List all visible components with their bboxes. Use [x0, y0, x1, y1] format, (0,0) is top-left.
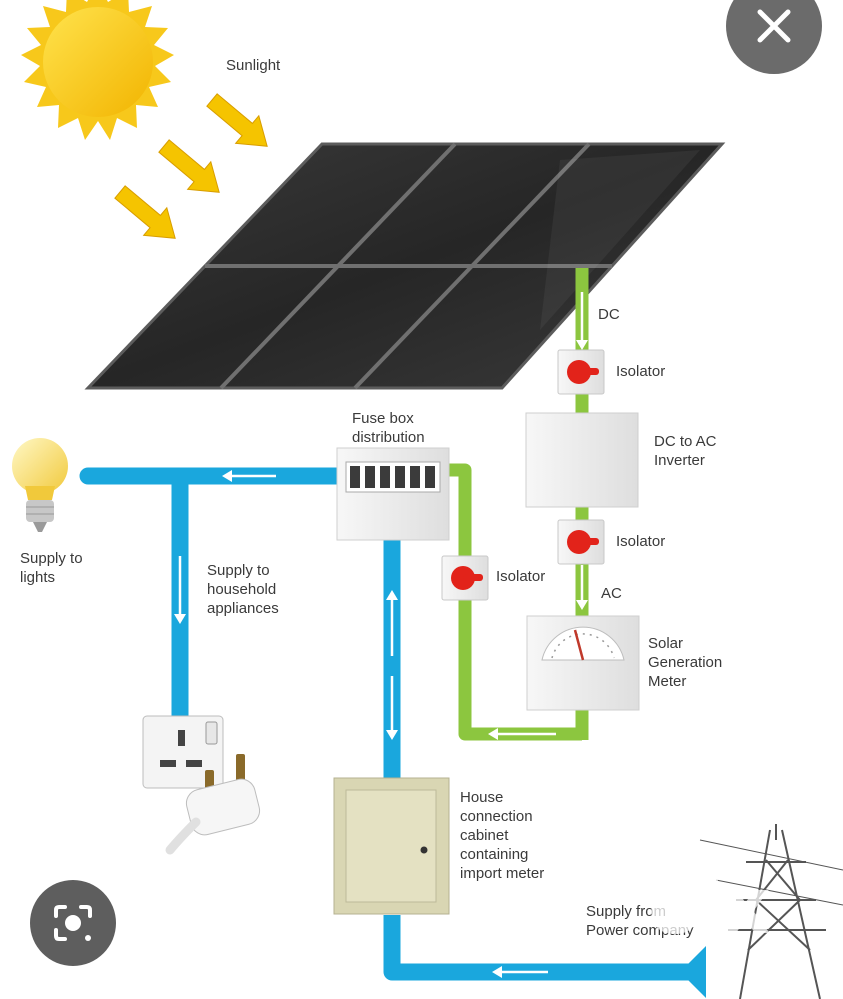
- isolator-top-switch: [557, 349, 605, 395]
- camera-search-icon: [54, 905, 92, 941]
- close-button[interactable]: [726, 0, 822, 74]
- cabinet-label: House connection cabinet containing impo…: [460, 789, 545, 882]
- ac-cable: [79, 467, 706, 998]
- fuse-box: [336, 447, 450, 541]
- isolator-mid-label: Isolator: [616, 533, 666, 550]
- sunlight-label: Sunlight: [226, 57, 281, 74]
- sun-icon: [21, 0, 174, 140]
- supply-appliances-label: Supply to household appliances: [207, 562, 279, 617]
- power-pylon-icon: [699, 824, 843, 999]
- generation-meter: [526, 615, 640, 711]
- inverter-box: [525, 412, 639, 508]
- meter-label: Solar Generation Meter: [648, 635, 723, 690]
- isolator-top-label: Isolator: [616, 363, 666, 380]
- sunlight-arrows: [114, 93, 268, 239]
- olx-watermark: olx: [648, 862, 771, 952]
- solar-panel: [84, 142, 726, 390]
- plug-icon: [165, 754, 261, 855]
- light-bulb-icon: [12, 438, 68, 532]
- supply-power-label: Supply from Power company: [586, 903, 694, 939]
- dc-label: DC: [598, 306, 620, 323]
- wall-socket-icon: [142, 715, 224, 789]
- lens-search-button[interactable]: [30, 880, 116, 966]
- close-icon: [757, 9, 791, 43]
- fuse-box-label: Fuse box distribution: [352, 410, 425, 446]
- inverter-label: DC to AC Inverter: [654, 433, 717, 469]
- isolator-left-switch: [441, 555, 489, 601]
- isolator-left-label: Isolator: [496, 568, 546, 585]
- isolator-mid-switch: [557, 519, 605, 565]
- supply-lights-label: Supply to lights: [20, 550, 83, 586]
- ac-label: AC: [601, 585, 622, 602]
- house-cabinet: [333, 777, 450, 915]
